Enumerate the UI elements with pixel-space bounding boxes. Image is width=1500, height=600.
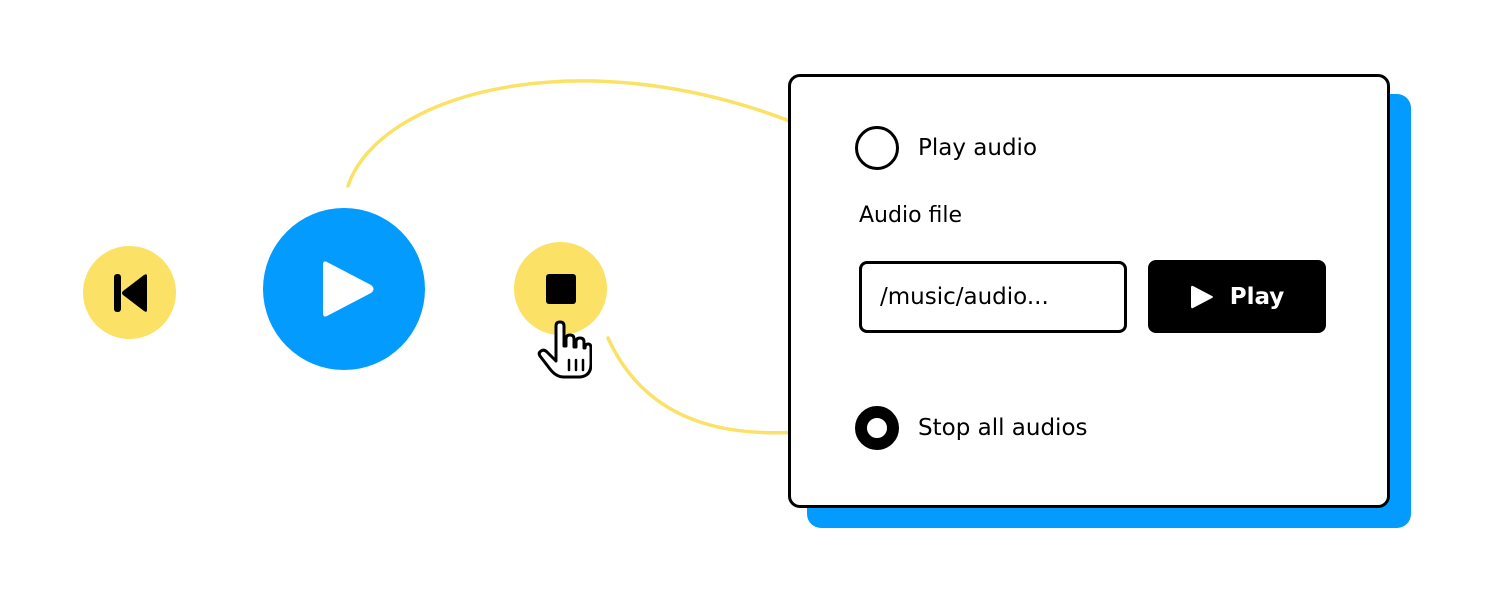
- stop-all-audios-option[interactable]: Stop all audios: [855, 406, 1088, 450]
- play-audio-button[interactable]: Play: [1148, 260, 1326, 333]
- play-icon: [323, 261, 374, 317]
- pointer-hand-icon: [537, 320, 592, 379]
- previous-button[interactable]: [83, 246, 176, 339]
- play-button-label: Play: [1229, 283, 1285, 310]
- play-audio-label: Play audio: [918, 135, 1038, 161]
- audio-file-label: Audio file: [859, 203, 963, 228]
- stop-all-audios-radio[interactable]: [855, 406, 899, 450]
- play-audio-option[interactable]: Play audio: [855, 126, 1037, 170]
- audio-file-input[interactable]: [859, 261, 1127, 333]
- audio-action-panel: Play audio Audio file Play Stop all audi…: [788, 74, 1390, 508]
- skip-previous-icon: [113, 273, 147, 312]
- play-button-large[interactable]: [263, 208, 425, 370]
- play-audio-radio[interactable]: [855, 126, 899, 170]
- play-icon: [1190, 284, 1214, 310]
- stop-button[interactable]: [514, 242, 607, 335]
- stop-all-audios-label: Stop all audios: [918, 415, 1088, 441]
- stop-icon: [545, 273, 576, 304]
- connector-play-to-option: [346, 79, 836, 188]
